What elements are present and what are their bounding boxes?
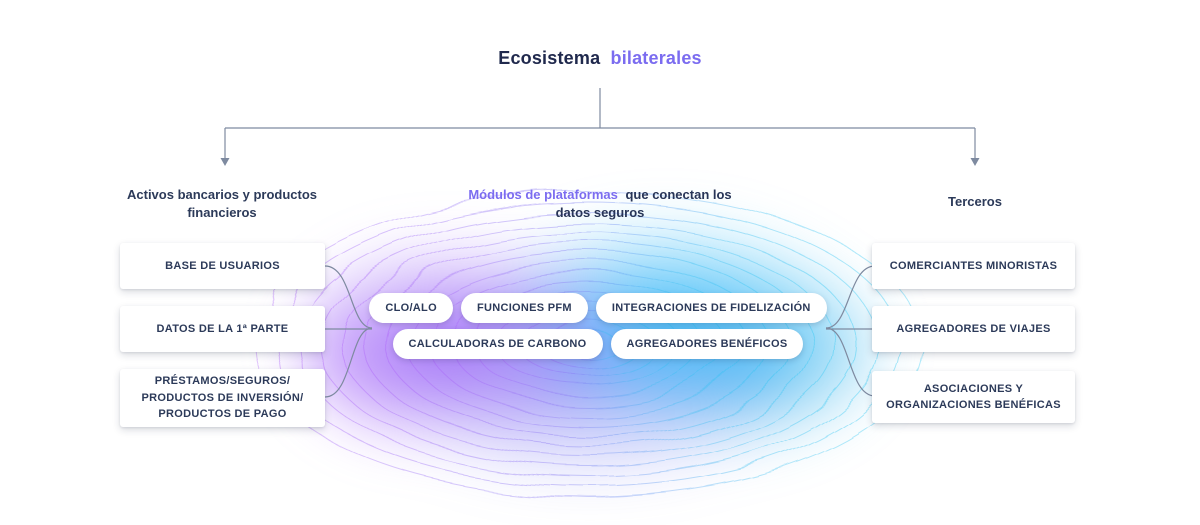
center-header-rest: que conectan los bbox=[625, 187, 732, 202]
title-secondary: bilaterales bbox=[610, 48, 702, 68]
left-connector-3 bbox=[324, 327, 373, 398]
pill-row-2: CALCULADORAS DE CARBONO AGREGADORES BENÉ… bbox=[392, 329, 804, 359]
pill-clo-alo: CLO/ALO bbox=[369, 293, 453, 323]
left-arrowhead-icon bbox=[220, 158, 230, 166]
center-header-highlight: Módulos de plataformas bbox=[468, 187, 618, 202]
left-box-first-party-data: DATOS DE LA 1ª PARTE bbox=[120, 306, 325, 352]
right-connector-3 bbox=[825, 327, 876, 397]
right-box-travel-aggregators: AGREGADORES DE VIAJES bbox=[872, 306, 1075, 352]
left-column-header: Activos bancarios y productos financiero… bbox=[127, 187, 317, 220]
pill-row-1: CLO/ALO FUNCIONES PFM INTEGRACIONES DE F… bbox=[369, 293, 827, 323]
right-box-charity-organizations: ASOCIACIONES Y ORGANIZACIONES BENÉFICAS bbox=[872, 371, 1075, 423]
pill-pfm-functions: FUNCIONES PFM bbox=[460, 293, 588, 323]
pill-charity-aggregators: AGREGADORES BENÉFICOS bbox=[610, 329, 804, 359]
left-connector-1 bbox=[324, 265, 373, 329]
right-column-header: Terceros bbox=[948, 194, 1002, 209]
center-column-header: Módulos de plataformas que conectan los … bbox=[380, 186, 820, 221]
right-box-retail-merchants: COMERCIANTES MINORISTAS bbox=[872, 243, 1075, 289]
left-box-loans-insurance-products: PRÉSTAMOS/SEGUROS/ PRODUCTOS DE INVERSIÓ… bbox=[120, 369, 325, 427]
center-header-line2: datos seguros bbox=[555, 204, 645, 220]
pill-carbon-calculators: CALCULADORAS DE CARBONO bbox=[392, 329, 603, 359]
right-arrowhead-icon bbox=[970, 158, 980, 166]
right-connector-1 bbox=[825, 265, 876, 329]
left-box-user-base: BASE DE USUARIOS bbox=[120, 243, 325, 289]
center-header-line1: Módulos de plataformas que conectan los bbox=[380, 186, 820, 204]
platform-modules-group: CLO/ALO FUNCIONES PFM INTEGRACIONES DE F… bbox=[368, 293, 828, 359]
title-primary: Ecosistema bbox=[498, 48, 601, 68]
page-title: Ecosistema bilaterales bbox=[0, 48, 1200, 69]
pill-loyalty-integrations: INTEGRACIONES DE FIDELIZACIÓN bbox=[595, 293, 827, 323]
